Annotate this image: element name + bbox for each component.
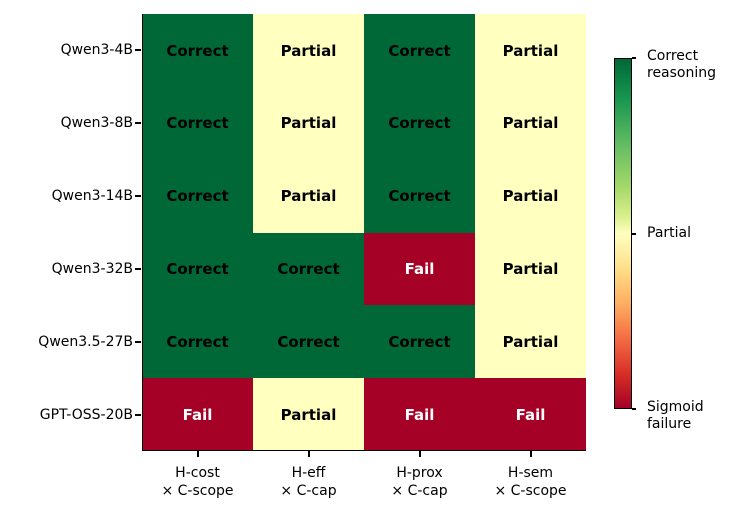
heatmap-cell: Partial bbox=[475, 232, 586, 306]
heatmap-cell: Partial bbox=[253, 86, 364, 160]
x-tick-label: H-cost × C-scope bbox=[161, 464, 233, 500]
x-tick-label: H-prox × C-cap bbox=[391, 464, 447, 500]
heatmap-cell: Correct bbox=[142, 305, 253, 379]
heatmap-cell: Fail bbox=[364, 232, 475, 306]
heatmap-cell: Partial bbox=[475, 159, 586, 233]
x-tick-label-line2: × C-cap bbox=[391, 483, 448, 499]
y-tick-mark bbox=[135, 49, 141, 52]
x-tick-mark bbox=[418, 451, 421, 457]
colorbar-label-line2: failure bbox=[647, 416, 692, 432]
heatmap-cell: Correct bbox=[364, 14, 475, 87]
x-tick-label: H-eff × C-cap bbox=[280, 464, 336, 500]
y-tick-label: Qwen3-8B bbox=[60, 115, 133, 132]
x-tick-label-line2: × C-scope bbox=[161, 483, 234, 499]
colorbar-tick-label: Partial bbox=[647, 225, 691, 242]
x-tick-label-line2: × C-cap bbox=[280, 483, 337, 499]
heatmap-cell: Partial bbox=[253, 14, 364, 87]
y-tick-label: Qwen3-32B bbox=[51, 260, 133, 277]
x-tick-label-line1: H-sem bbox=[507, 465, 554, 481]
y-tick-mark bbox=[135, 340, 141, 343]
x-tick-label-line1: H-prox bbox=[396, 465, 443, 481]
heatmap-cell: Fail bbox=[142, 378, 253, 452]
x-tick-mark bbox=[196, 451, 199, 457]
x-tick-mark bbox=[529, 451, 532, 457]
y-tick-label: Qwen3-4B bbox=[60, 42, 133, 59]
heatmap-cell: Correct bbox=[364, 86, 475, 160]
heatmap-cell: Correct bbox=[142, 232, 253, 306]
colorbar-label-line1: Correct bbox=[647, 48, 699, 64]
heatmap-cell: Correct bbox=[142, 159, 253, 233]
y-tick-label: Qwen3-14B bbox=[51, 188, 133, 205]
heatmap-cell: Correct bbox=[142, 86, 253, 160]
y-tick-label: GPT-OSS-20B bbox=[39, 406, 133, 423]
colorbar-label-line1: Partial bbox=[647, 224, 691, 241]
heatmap-cell: Fail bbox=[364, 378, 475, 452]
x-tick-label-line1: H-eff bbox=[291, 465, 326, 481]
colorbar-label-line2: reasoning bbox=[647, 65, 717, 81]
colorbar-tick-mark bbox=[632, 57, 636, 59]
heatmap-cell: Partial bbox=[475, 305, 586, 379]
heatmap-cell: Correct bbox=[253, 305, 364, 379]
heatmap-cell: Correct bbox=[142, 14, 253, 87]
colorbar bbox=[614, 58, 632, 409]
x-tick-label-line2: × C-scope bbox=[494, 483, 567, 499]
y-tick-mark bbox=[135, 413, 141, 416]
y-tick-label: Qwen3.5-27B bbox=[38, 333, 133, 350]
x-tick-label-line1: H-cost bbox=[175, 465, 220, 481]
y-tick-mark bbox=[135, 122, 141, 125]
heatmap-cell: Correct bbox=[364, 159, 475, 233]
heatmap-cell: Partial bbox=[253, 159, 364, 233]
x-tick-mark bbox=[307, 451, 310, 457]
heatmap-cell: Fail bbox=[475, 378, 586, 452]
y-tick-mark bbox=[135, 195, 141, 198]
y-tick-mark bbox=[135, 267, 141, 270]
x-tick-label: H-sem × C-scope bbox=[494, 464, 566, 500]
heatmap-cell: Partial bbox=[475, 86, 586, 160]
heatmap-cell: Partial bbox=[253, 378, 364, 452]
heatmap-cell: Correct bbox=[364, 305, 475, 379]
colorbar-tick-mark bbox=[632, 408, 636, 410]
heatmap-cell: Correct bbox=[253, 232, 364, 306]
colorbar-label-line1: Sigmoid bbox=[647, 399, 704, 415]
heatmap-cell: Partial bbox=[475, 14, 586, 87]
colorbar-tick-mark bbox=[632, 232, 636, 235]
